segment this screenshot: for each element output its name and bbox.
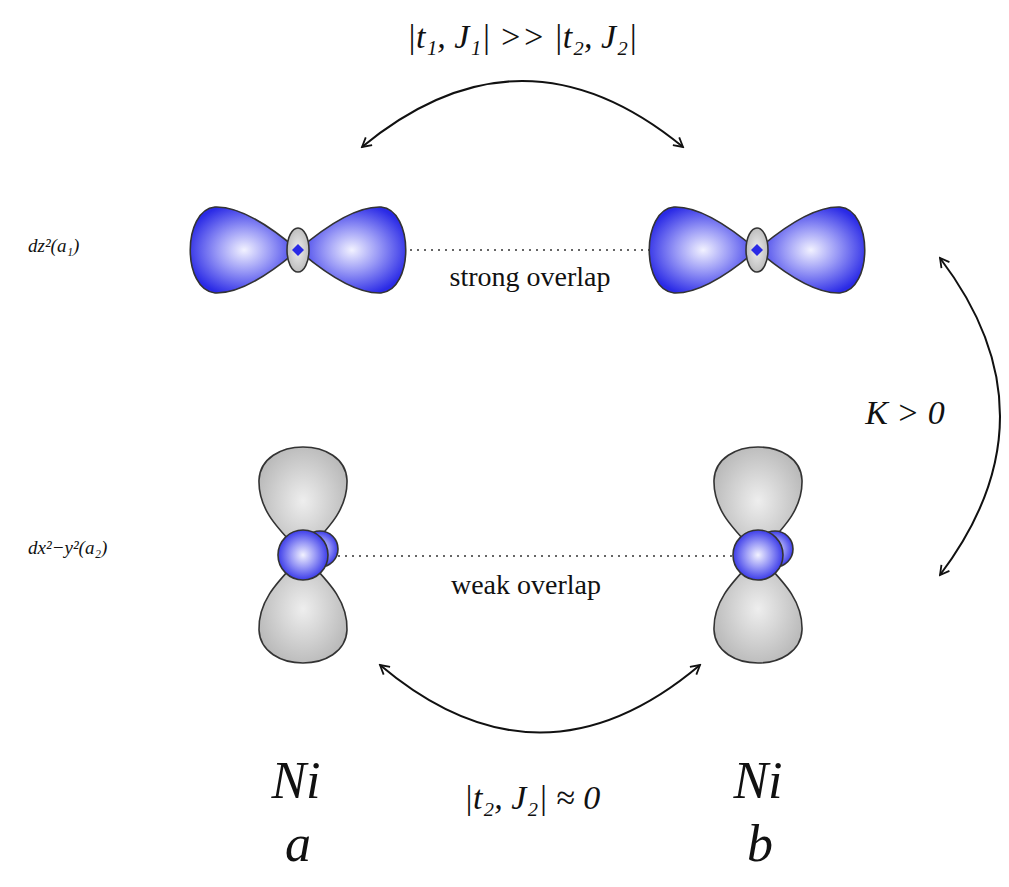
atom-name-holder: Ni <box>271 752 320 809</box>
orbital-name-holder: dx²−y²(a₂) <box>28 538 107 559</box>
dz2-orbital <box>649 207 865 293</box>
dx2-y2-orbital <box>714 447 802 663</box>
coupling-arrow <box>362 81 683 147</box>
orbital-name-holder: dz²(a₁) <box>28 236 79 257</box>
site-name: a <box>285 815 311 872</box>
atom-name-holder: Ni <box>733 752 782 809</box>
overlap-note: strong overlap <box>447 261 614 292</box>
coupling-ratio: |t₁, J₁| >> |t₂, J₂| <box>407 18 638 55</box>
orbital-name: dz²(a₁) <box>28 235 79 256</box>
hund-coupling-holder: K > 0 <box>865 394 945 431</box>
coupling-arrow <box>380 665 700 733</box>
overlap-note-holder: strong overlap <box>447 262 614 293</box>
site-name-holder: b <box>747 815 773 872</box>
overlap-note: weak overlap <box>448 569 604 600</box>
coupling-arrow <box>940 258 1000 575</box>
hund-coupling: K > 0 <box>865 394 945 431</box>
site-name: b <box>747 815 773 872</box>
site-name-holder: a <box>285 815 311 872</box>
dx2-y2-orbital <box>259 447 347 663</box>
coupling-value: |t₂, J₂| ≈ 0 <box>464 779 601 816</box>
overlap-line <box>303 555 758 557</box>
atom-name: Ni <box>271 752 320 809</box>
coupling-ratio-holder: |t₁, J₁| >> |t₂, J₂| <box>407 18 638 55</box>
coupling-value-holder: |t₂, J₂| ≈ 0 <box>464 779 601 816</box>
dz2-orbital <box>190 207 406 293</box>
orbital-name: dx²−y²(a₂) <box>28 537 107 558</box>
overlap-note-holder: weak overlap <box>448 570 604 601</box>
atom-name: Ni <box>733 752 782 809</box>
